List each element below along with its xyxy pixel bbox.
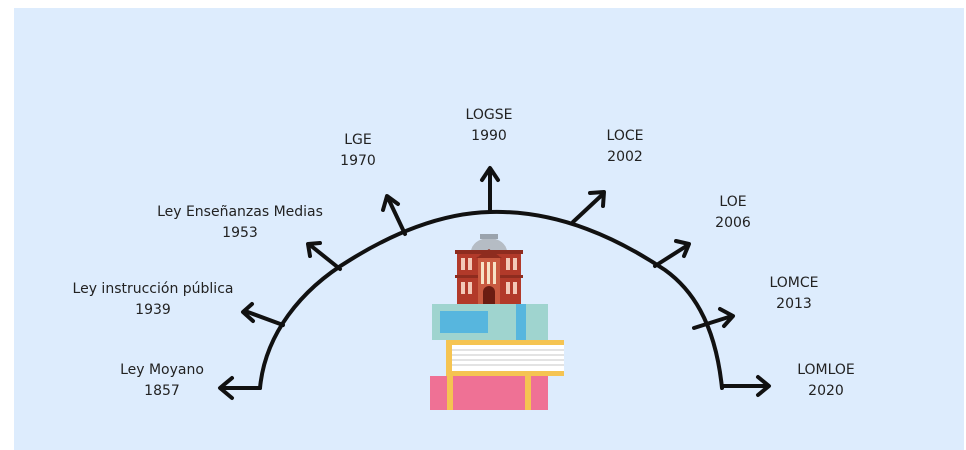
arrow-lge — [383, 196, 405, 234]
milestone-year: 2006 — [715, 213, 751, 234]
arrow-ley-instruccion-publica — [243, 304, 283, 325]
milestone-name: LOMLOE — [797, 360, 855, 381]
milestone-year: 1970 — [340, 151, 376, 172]
milestone-label-lomce: LOMCE 2013 — [769, 273, 818, 315]
milestone-label-ley-instruccion-publica: Ley instrucción pública 1939 — [73, 279, 234, 321]
milestone-year: 1953 — [157, 223, 323, 244]
university-building-icon — [455, 234, 523, 304]
arrow-loe — [655, 241, 689, 266]
milestone-name: Ley Moyano — [120, 360, 204, 381]
milestone-label-lge: LGE 1970 — [340, 130, 376, 172]
milestone-year: 2002 — [607, 147, 644, 168]
milestone-year: 2020 — [797, 381, 855, 402]
milestone-name: Ley Enseñanzas Medias — [157, 202, 323, 223]
milestone-label-logse: LOGSE 1990 — [466, 105, 513, 147]
milestone-label-loce: LOCE 2002 — [607, 126, 644, 168]
milestone-label-loe: LOE 2006 — [715, 192, 751, 234]
milestone-name: LGE — [340, 130, 376, 151]
arrow-loce — [573, 192, 604, 222]
milestone-year: 2013 — [769, 294, 818, 315]
milestone-name: LOE — [715, 192, 751, 213]
milestone-year: 1990 — [466, 126, 513, 147]
arrow-lomloe — [722, 377, 769, 395]
milestone-name: LOCE — [607, 126, 644, 147]
milestone-year: 1939 — [73, 300, 234, 321]
milestone-name: LOMCE — [769, 273, 818, 294]
books-stack-icon — [430, 304, 564, 410]
arrow-ley-moyano — [220, 378, 260, 398]
milestone-label-ley-ensenanzas-medias: Ley Enseñanzas Medias 1953 — [157, 202, 323, 244]
milestone-name: LOGSE — [466, 105, 513, 126]
milestone-name: Ley instrucción pública — [73, 279, 234, 300]
arrow-ley-ensenanzas-medias — [308, 243, 340, 269]
milestone-label-lomloe: LOMLOE 2020 — [797, 360, 855, 402]
milestone-year: 1857 — [120, 381, 204, 402]
milestone-label-ley-moyano: Ley Moyano 1857 — [120, 360, 204, 402]
arrow-logse — [482, 168, 498, 212]
